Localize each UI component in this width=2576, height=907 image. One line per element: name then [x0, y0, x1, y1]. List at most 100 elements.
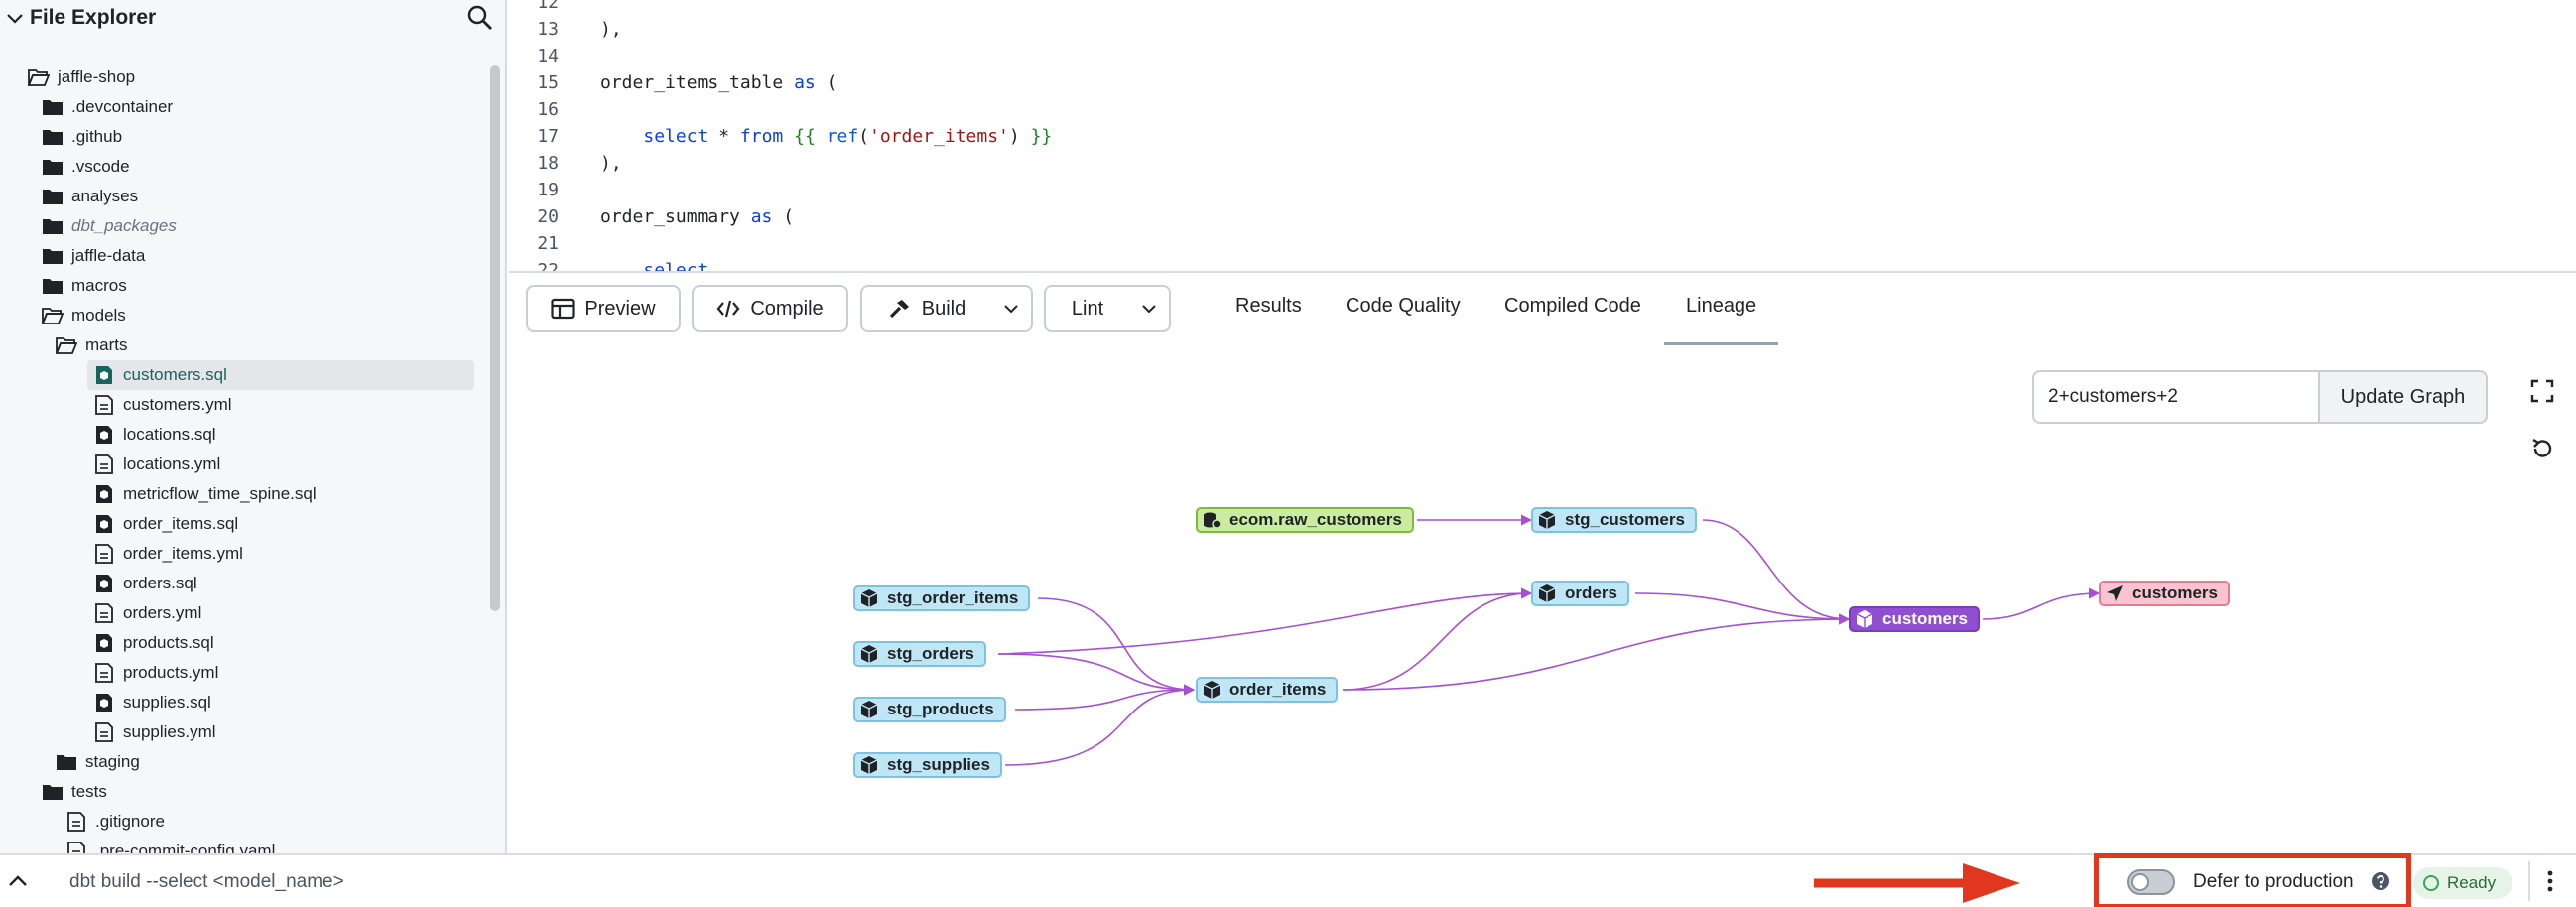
file-tree-item[interactable]: products.yml — [93, 658, 218, 688]
file-explorer: File Explorer jaffle-shop.devcontainer.g… — [0, 0, 507, 853]
reset-icon[interactable] — [2529, 436, 2555, 461]
build-button[interactable]: Build — [860, 285, 993, 332]
file-tree-item[interactable]: .pre-commit-config.yaml — [65, 837, 275, 853]
node-stg-supplies[interactable]: stg_supplies — [853, 752, 1002, 778]
update-graph-button[interactable]: Update Graph — [2318, 370, 2488, 424]
file-tree-item[interactable]: tests — [42, 777, 107, 807]
file-tree-item[interactable]: jaffle-data — [42, 241, 145, 271]
lint-options-button[interactable] — [1129, 285, 1171, 332]
file-tree-item-label: staging — [85, 752, 140, 771]
file-tree-item[interactable]: orders.sql — [93, 569, 197, 598]
file-tree-item-label: macros — [71, 276, 127, 295]
folder-open-icon — [55, 335, 78, 355]
graph-selector-input[interactable] — [2032, 370, 2320, 424]
folder-icon — [42, 97, 64, 117]
file-tree-item-label: jaffle-shop — [58, 67, 136, 86]
tab-lineage[interactable]: Lineage — [1686, 295, 1757, 317]
node-order-items[interactable]: order_items — [1196, 677, 1339, 703]
file-tree-item[interactable]: orders.yml — [93, 598, 201, 628]
edge-orders-to-customers — [1634, 592, 1851, 625]
file-tree-item[interactable]: metricflow_time_spine.sql — [93, 479, 317, 509]
file-tree-item[interactable]: analyses — [42, 182, 138, 211]
edge-order-items-to-customers — [1342, 613, 1851, 691]
edge-stg-orders-to-order-items — [997, 653, 1196, 696]
folder-icon — [42, 187, 64, 206]
line-number: 21 — [537, 233, 559, 254]
help-icon[interactable] — [2370, 870, 2391, 892]
file-tree-item[interactable]: supplies.yml — [93, 717, 216, 747]
more-options-button[interactable] — [2528, 861, 2568, 901]
node-orders[interactable]: orders — [1531, 581, 1629, 606]
node-ecom-raw-customers[interactable]: ecom.raw_customers — [1196, 507, 1414, 533]
arrow-right-icon — [1814, 863, 2020, 903]
node-label: stg_supplies — [887, 755, 990, 774]
line-number: 20 — [537, 206, 559, 227]
node-stg-customers[interactable]: stg_customers — [1531, 507, 1697, 533]
file-tree-item-label: .gitignore — [95, 812, 165, 831]
node-label: customers — [1882, 609, 1968, 628]
tab-compiled-code[interactable]: Compiled Code — [1504, 295, 1641, 317]
file-tree-item-label: products.yml — [123, 663, 219, 682]
defer-to-production-label: Defer to production — [2193, 871, 2354, 892]
node-customers-exposure[interactable]: customers — [2099, 581, 2230, 606]
node-label: orders — [1565, 583, 1617, 602]
node-stg-order-items[interactable]: stg_order_items — [853, 585, 1031, 611]
kebab-menu-icon — [2547, 870, 2553, 892]
node-stg-products[interactable]: stg_products — [853, 697, 1006, 722]
model-file-icon — [93, 425, 115, 445]
file-tree-item[interactable]: .github — [42, 122, 122, 152]
file-tree-item[interactable]: locations.yml — [93, 450, 220, 479]
file-tree-item[interactable]: products.sql — [93, 628, 214, 658]
line-number: 13 — [537, 19, 559, 40]
node-label: ecom.raw_customers — [1229, 510, 1402, 529]
file-tree-item[interactable]: staging — [56, 747, 140, 777]
model-cube-icon — [860, 645, 878, 663]
node-customers-selected[interactable]: customers — [1849, 606, 1980, 632]
chevron-down-icon[interactable] — [6, 10, 24, 28]
file-tree-item[interactable]: models — [41, 301, 126, 330]
fullscreen-icon[interactable] — [2529, 378, 2555, 404]
tab-code-quality[interactable]: Code Quality — [1346, 295, 1461, 317]
tab-results[interactable]: Results — [1235, 295, 1302, 317]
file-tree-item[interactable]: customers.yml — [93, 390, 232, 420]
node-label: customers — [2132, 583, 2218, 602]
file-tree-item[interactable]: customers.sql — [87, 360, 474, 390]
file-tree-item[interactable]: jaffle-shop — [27, 63, 136, 92]
file-icon — [93, 544, 115, 564]
defer-to-production-toggle[interactable] — [2127, 869, 2175, 895]
file-tree-item-label: supplies.sql — [123, 693, 211, 712]
file-tree-item[interactable]: dbt_packages — [42, 211, 177, 241]
compile-button[interactable]: Compile — [692, 285, 848, 332]
command-input[interactable]: dbt build --select <model_name> — [69, 871, 344, 892]
active-tab-indicator — [1664, 342, 1778, 345]
file-tree-item[interactable]: locations.sql — [93, 420, 216, 450]
file-tree-item[interactable]: .gitignore — [65, 807, 165, 837]
code-line: order_items_table as ( — [600, 72, 837, 93]
file-tree-item[interactable]: marts — [55, 330, 128, 360]
chevron-up-icon[interactable] — [6, 869, 30, 893]
status-label: Ready — [2447, 873, 2497, 892]
model-file-icon — [93, 574, 115, 593]
sidebar-scrollbar[interactable] — [490, 65, 500, 611]
toggle-knob — [2131, 873, 2149, 891]
search-icon[interactable] — [466, 4, 494, 32]
edge-order-items-to-orders — [1342, 587, 1533, 691]
file-tree-item[interactable]: order_items.yml — [93, 539, 243, 569]
lineage-edges — [997, 514, 2101, 766]
node-stg-orders[interactable]: stg_orders — [853, 641, 986, 667]
file-tree-item[interactable]: .vscode — [42, 152, 130, 182]
file-tree-item[interactable]: macros — [42, 271, 127, 301]
preview-button[interactable]: Preview — [526, 285, 681, 332]
file-tree-item[interactable]: order_items.sql — [93, 509, 238, 539]
file-tree-item[interactable]: .devcontainer — [42, 92, 173, 122]
file-tree-item-label: .pre-commit-config.yaml — [95, 842, 276, 853]
lint-button[interactable]: Lint — [1044, 285, 1131, 332]
build-label: Build — [921, 297, 966, 320]
file-tree-item-label: .github — [71, 127, 123, 146]
file-tree-item-label: .vscode — [71, 157, 130, 176]
file-tree-item[interactable]: supplies.sql — [93, 688, 211, 717]
node-label: order_items — [1229, 680, 1327, 699]
build-options-button[interactable] — [991, 285, 1033, 332]
status-dot-icon — [2423, 875, 2439, 891]
